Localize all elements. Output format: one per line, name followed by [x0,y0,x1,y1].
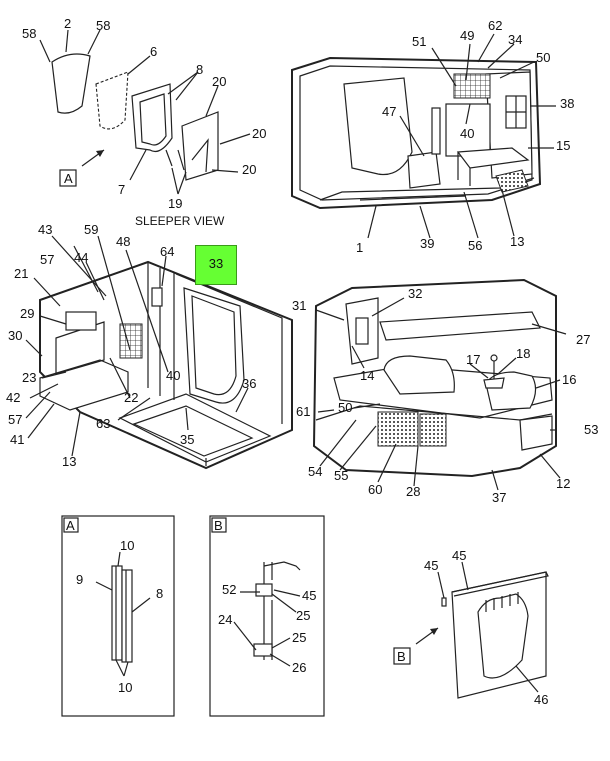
callout-20: 20 [252,126,266,141]
callout-2: 2 [64,16,71,31]
callout-48: 48 [116,234,130,249]
callout-47: 47 [382,104,396,119]
cab-door-opening [183,287,245,404]
callout-12: 12 [556,476,570,491]
vent-grid-40 [119,323,143,359]
detail-b-ref-letter: B [397,649,406,664]
callout-6: 6 [150,44,157,59]
callout-55: 55 [334,468,348,483]
callout-8: 8 [156,586,163,601]
callout-42: 42 [6,390,20,405]
curtain-detail-b [393,561,549,699]
callout-23: 23 [22,370,36,385]
callout-44: 44 [74,250,88,265]
cab-interior-drawing [39,260,293,470]
callout-62: 62 [488,18,502,33]
callout-21: 21 [14,266,28,281]
callout-16: 16 [562,372,576,387]
callout-31: 31 [292,298,306,313]
callout-20: 20 [212,74,226,89]
callout-57: 57 [8,412,22,427]
detail-b-letter: B [214,518,223,533]
callout-49: 49 [460,28,474,43]
caption-sleeper-view: SLEEPER VIEW [135,214,225,228]
callout-22: 22 [124,390,138,405]
detail-a-letter: A [66,518,75,533]
callout-25: 25 [292,630,306,645]
callout-63: 63 [96,416,110,431]
callout-17: 17 [466,352,480,367]
callout-52: 52 [222,582,236,597]
callout-25: 25 [296,608,310,623]
callout-37: 37 [492,490,506,505]
callout-36: 36 [242,376,256,391]
callout-1: 1 [356,240,363,255]
sleeper-bunk-drawing [312,278,557,478]
callout-28: 28 [406,484,420,499]
callout-54: 54 [308,464,322,479]
callout-10: 10 [120,538,134,553]
sleeper-view-drawing [291,56,542,210]
vent-13 [495,169,529,193]
callout-40: 40 [460,126,474,141]
callout-7: 7 [118,182,125,197]
shelf-27 [379,311,541,341]
callout-15: 15 [556,138,570,153]
frame-8 [131,83,173,153]
callout-50: 50 [338,400,352,415]
callout-9: 9 [76,572,83,587]
callout-24: 24 [218,612,232,627]
vent-grid-49 [453,73,491,99]
detail-b [209,515,325,717]
callout-39: 39 [420,236,434,251]
callout-53: 53 [584,422,598,437]
callout-59: 59 [84,222,98,237]
callout-45: 45 [302,588,316,603]
panel-2 [51,53,91,114]
sleeper-door-opening [343,77,413,176]
callout-41: 41 [10,432,24,447]
callout-33: 33 [208,256,224,271]
callout-46: 46 [534,692,548,707]
callout-64: 64 [160,244,174,259]
callout-38: 38 [560,96,574,111]
callout-45: 45 [424,558,438,573]
panel-cluster-top-left [51,53,219,187]
callout-61: 61 [296,404,310,419]
detail-a-ref-letter: A [64,171,73,186]
callout-58: 58 [96,18,110,33]
callout-29: 29 [20,306,34,321]
callout-26: 26 [292,660,306,675]
detail-a [61,515,175,717]
callout-10: 10 [118,680,132,695]
callout-43: 43 [38,222,52,237]
storage-53 [519,415,553,451]
highlighted-callout-33[interactable]: 33 [195,245,237,285]
callout-20: 20 [242,162,256,177]
callout-35: 35 [180,432,194,447]
callout-40: 40 [166,368,180,383]
callout-60: 60 [368,482,382,497]
detail-a-reference-box [59,169,77,187]
panel-6 [95,71,129,130]
callout-32: 32 [408,286,422,301]
callout-34: 34 [508,32,522,47]
callout-18: 18 [516,346,530,361]
callout-56: 56 [468,238,482,253]
callout-27: 27 [576,332,590,347]
callout-58: 58 [22,26,36,41]
callout-45: 45 [452,548,466,563]
callout-50: 50 [536,50,550,65]
box-47 [407,151,441,189]
callout-13: 13 [62,454,76,469]
callout-19: 19 [168,196,182,211]
callout-57: 57 [40,252,54,267]
callout-8: 8 [196,62,203,77]
callout-14: 14 [360,368,374,383]
callout-51: 51 [412,34,426,49]
callout-30: 30 [8,328,22,343]
callout-13: 13 [510,234,524,249]
vent-60 [377,411,419,447]
